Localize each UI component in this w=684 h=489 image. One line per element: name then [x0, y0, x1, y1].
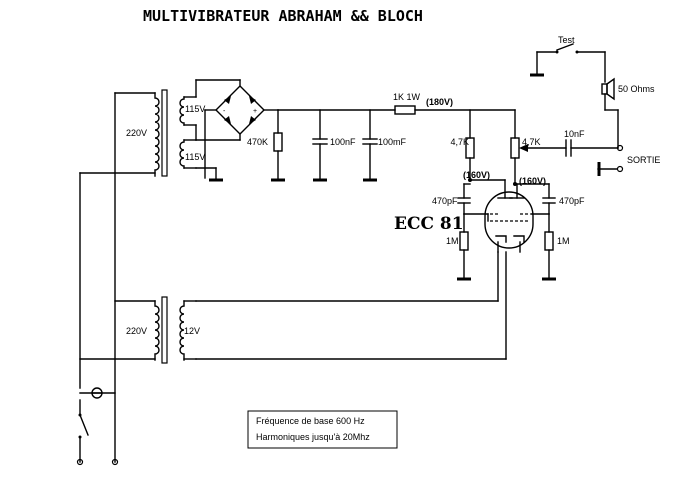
mains-terminal-left	[76, 458, 84, 466]
svg-text:-: -	[223, 108, 226, 115]
label-v160-left: (160V)	[463, 170, 490, 180]
tube-label: ECC 81	[394, 214, 464, 234]
fuse-icon	[91, 387, 103, 399]
label-r1k: 1K 1W	[393, 92, 421, 102]
bridge-rectifier: - +	[215, 85, 265, 135]
heater-wiring	[195, 251, 507, 360]
mains-terminal-right	[111, 458, 119, 466]
note-line-2: Harmoniques jusqu'à 20Mhz	[256, 432, 370, 442]
label-c100nf: 100nF	[330, 137, 356, 147]
transformer-top	[154, 89, 197, 177]
label-secondary-top-2: 115V	[185, 152, 205, 162]
mains-wiring	[79, 92, 156, 463]
resistor-1k-icon	[394, 105, 416, 115]
resistor-1m-right-icon	[544, 231, 554, 251]
label-r1m-left: 1M	[446, 236, 459, 246]
label-r1m-right: 1M	[557, 236, 570, 246]
label-r4k7-left: 4,7K	[450, 137, 469, 147]
diagram-title: MULTIVIBRATEUR ABRAHAM && BLOCH	[143, 7, 423, 25]
b-plus-rail	[277, 109, 516, 139]
label-sortie: SORTIE	[627, 155, 660, 165]
label-primary-voltage-top: 220V	[126, 128, 147, 138]
output-coupling	[519, 139, 619, 157]
secondary-wiring	[195, 79, 241, 179]
tube-ecc81-icon	[484, 191, 534, 253]
label-v180: (180V)	[426, 97, 453, 107]
resistor-470k-icon	[273, 132, 283, 152]
label-secondary-bottom: 12V	[184, 326, 200, 336]
speaker-icon	[601, 77, 619, 149]
label-v160-right: (160V)	[519, 176, 546, 186]
power-switch-icon[interactable]	[78, 413, 89, 439]
test-switch-icon[interactable]	[536, 43, 606, 83]
label-secondary-top-1: 115V	[185, 104, 205, 114]
transformer-bottom	[154, 296, 197, 364]
resistor-4k7-right-icon	[510, 137, 520, 159]
label-c470pf-left: 470pF	[432, 196, 458, 206]
label-r4k7-right: 4,7K	[522, 137, 541, 147]
resistor-1m-left-icon	[459, 231, 469, 251]
label-test: Test	[558, 35, 575, 45]
label-c10nf: 10nF	[564, 129, 585, 139]
label-r470k: 470K	[247, 137, 268, 147]
label-c470pf-right: 470pF	[559, 196, 585, 206]
note-box	[247, 410, 398, 449]
label-c100mf: 100mF	[378, 137, 407, 147]
sortie-terminal-top[interactable]	[616, 144, 624, 152]
sortie-terminal-bottom[interactable]	[616, 165, 624, 173]
svg-text:+: +	[253, 108, 257, 115]
label-speaker: 50 Ohms	[618, 84, 655, 94]
label-primary-voltage-bottom: 220V	[126, 326, 147, 336]
note-line-1: Fréquence de base 600 Hz	[256, 416, 365, 426]
